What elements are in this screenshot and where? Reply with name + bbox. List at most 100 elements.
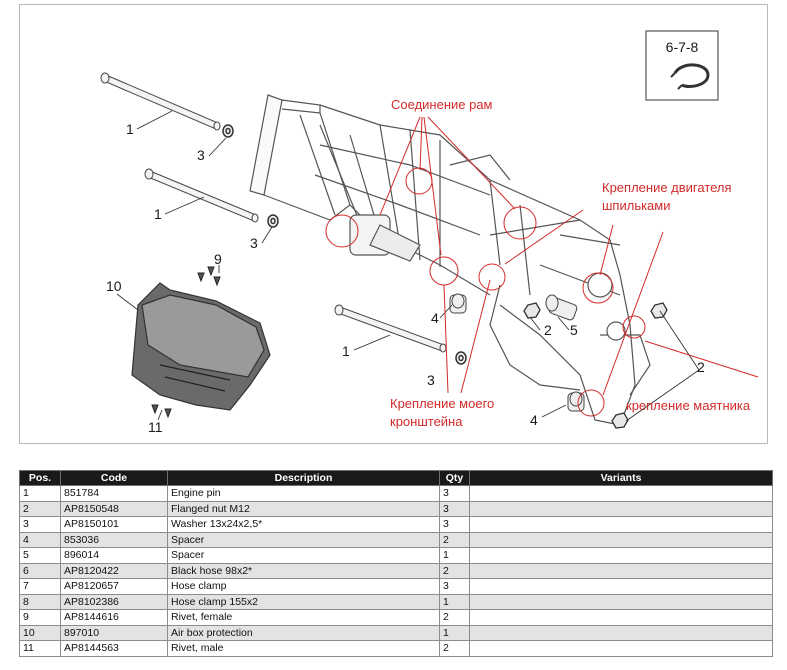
callout-10: 10 [106,278,122,294]
cell-description: Flanged nut M12 [167,500,440,517]
header-qty: Qty [439,470,470,486]
header-pos: Pos. [19,470,61,486]
cell-variants [469,516,773,533]
cell-qty: 1 [439,624,470,641]
cell-pos: 10 [19,624,61,641]
callout-1a: 1 [126,121,134,137]
engine-pin-lower [334,304,447,353]
cell-variants [469,578,773,595]
cell-qty: 1 [439,593,470,610]
hose-clamp-icon [673,63,710,89]
air-box-protection [131,282,271,411]
callout-2a: 2 [544,322,552,338]
header-description: Description [167,470,440,486]
callout-1c: 1 [342,343,350,359]
header-variants: Variants [469,470,773,486]
flanged-nut [523,302,668,429]
cell-description: Air box protection [167,624,440,641]
cell-pos: 5 [19,547,61,564]
cell-description: Black hose 98x2* [167,562,440,579]
callout-3c: 3 [427,372,435,388]
cell-pos: 3 [19,516,61,533]
header-code: Code [60,470,168,486]
cell-code: AP8150101 [60,516,168,533]
callout-4b: 4 [530,412,538,428]
cell-description: Rivet, male [167,640,440,657]
cell-description: Spacer [167,547,440,564]
cell-variants [469,640,773,657]
spacer-5 [545,294,578,321]
callout-3b: 3 [250,235,258,251]
cell-code: 853036 [60,531,168,548]
rivets [151,266,221,419]
cell-qty: 2 [439,562,470,579]
annotation-engine-mount-1: Крепление двигателя [602,180,732,195]
cell-qty: 3 [439,485,470,502]
cell-code: AP8144616 [60,609,168,626]
cell-qty: 2 [439,609,470,626]
annotation-bracket-mount-2: кронштейна [390,414,463,429]
cell-variants [469,593,773,610]
cell-variants [469,624,773,641]
engine-pin-upper [100,72,221,131]
annotation-swingarm-mount: крепление маятника [626,398,751,413]
cell-description: Hose clamp [167,578,440,595]
cell-qty: 1 [439,547,470,564]
spacer-4 [449,293,585,412]
callout-11: 11 [148,419,163,435]
leader-lines [116,110,700,422]
annotation-bracket-mount-1: Крепление моего [390,396,494,411]
annotation-marks [325,116,759,417]
reference-box: 6-7-8 [645,30,719,101]
cell-code: AP8120657 [60,578,168,595]
cell-code: 851784 [60,485,168,502]
callout-3a: 3 [197,147,205,163]
cell-variants [469,485,773,502]
cell-description: Washer 13x24x2,5* [167,516,440,533]
callout-2b: 2 [697,359,705,375]
annotation-frame-joint: Соединение рам [391,97,493,112]
callout-5: 5 [570,322,578,338]
cell-variants [469,609,773,626]
cell-qty: 3 [439,516,470,533]
cell-qty: 2 [439,640,470,657]
engine-pin-middle [144,168,259,223]
reference-box-label: 6-7-8 [666,39,699,55]
callout-4a: 4 [431,310,439,326]
cell-variants [469,547,773,564]
cell-pos: 6 [19,562,61,579]
cell-pos: 1 [19,485,61,502]
diagram-svg: 6-7-8 [100,30,759,435]
cell-pos: 8 [19,593,61,610]
cell-variants [469,500,773,517]
cell-code: AP8150548 [60,500,168,517]
cell-qty: 3 [439,500,470,517]
cell-description: Spacer [167,531,440,548]
washers [222,124,467,365]
frame-line-art [249,94,651,426]
cell-qty: 3 [439,578,470,595]
cell-code: AP8144563 [60,640,168,657]
cell-variants [469,562,773,579]
cell-pos: 7 [19,578,61,595]
cell-code: 897010 [60,624,168,641]
cell-description: Rivet, female [167,609,440,626]
cell-pos: 11 [19,640,61,657]
cell-description: Hose clamp 155x2 [167,593,440,610]
cell-code: AP8102386 [60,593,168,610]
cell-description: Engine pin [167,485,440,502]
table-header-row: Pos. Code Description Qty Variants [19,470,773,486]
